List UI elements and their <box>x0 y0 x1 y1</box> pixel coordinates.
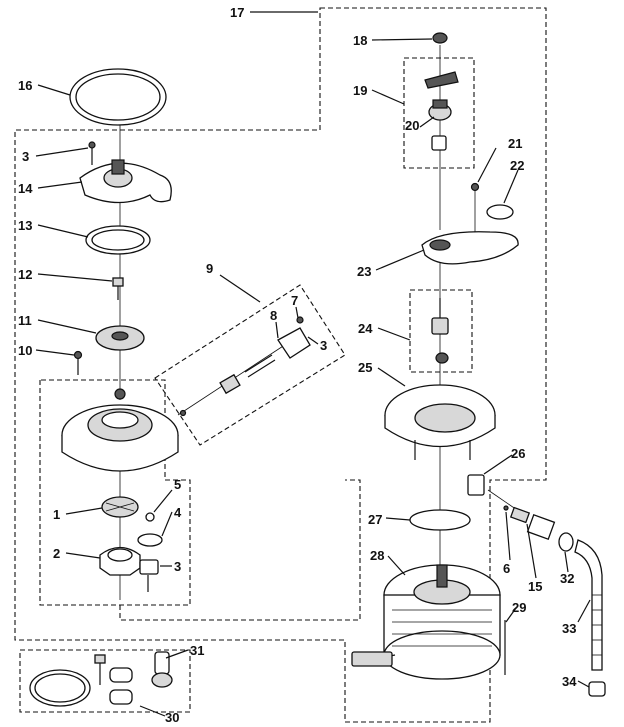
part-16-ring <box>69 68 167 126</box>
part-19-cam <box>424 71 459 121</box>
part-14-hub <box>79 159 172 204</box>
label-19: 19 <box>353 83 367 98</box>
label-8: 8 <box>270 308 277 323</box>
part-20-bushing <box>431 135 447 151</box>
label-25: 25 <box>358 360 372 375</box>
part-11-disc <box>95 325 145 351</box>
part-3-screw-top <box>88 141 96 165</box>
part-9-valve <box>177 316 311 417</box>
label-6: 6 <box>503 561 510 576</box>
left-pump-housing <box>61 388 179 472</box>
part-4-oring <box>137 533 163 547</box>
part-26-clip <box>467 474 485 496</box>
label-32: 32 <box>560 571 574 586</box>
part-31-plug <box>151 651 173 688</box>
label-3-bottom: 3 <box>174 559 181 574</box>
drain-fittings <box>487 489 574 552</box>
label-26: 26 <box>511 446 525 461</box>
label-11: 11 <box>18 313 32 328</box>
label-12: 12 <box>18 267 32 282</box>
part-12-bolt <box>112 277 124 300</box>
label-3-top: 3 <box>22 149 29 164</box>
label-5: 5 <box>174 477 181 492</box>
label-9: 9 <box>206 261 213 276</box>
label-23: 23 <box>357 264 371 279</box>
label-1: 1 <box>53 507 60 522</box>
part-28-motor <box>351 564 501 680</box>
label-4: 4 <box>174 505 182 520</box>
label-14: 14 <box>18 181 33 196</box>
part-27-disc <box>409 509 471 531</box>
label-18: 18 <box>353 33 367 48</box>
part-23-bracket <box>421 231 519 265</box>
label-10: 10 <box>18 343 32 358</box>
part-1-impeller <box>101 496 139 518</box>
part-21-screw <box>470 182 480 192</box>
label-17: 17 <box>230 5 244 20</box>
leader-lines <box>35 11 591 717</box>
part-labels: 1 2 3 3 3 4 5 6 7 8 9 10 11 12 13 14 15 … <box>18 5 577 725</box>
label-20: 20 <box>405 118 419 133</box>
label-28: 28 <box>370 548 384 563</box>
label-29: 29 <box>512 600 526 615</box>
part-18-nut <box>432 32 448 44</box>
part-34-clamp <box>588 681 606 697</box>
label-27: 27 <box>368 512 382 527</box>
label-31: 31 <box>190 643 204 658</box>
part-33-hose <box>574 539 603 671</box>
label-21: 21 <box>508 136 522 151</box>
part-10-screw <box>73 350 83 375</box>
label-2: 2 <box>53 546 60 561</box>
label-22: 22 <box>510 158 524 173</box>
part-5-ball <box>145 512 155 522</box>
label-30: 30 <box>165 710 179 725</box>
label-33: 33 <box>562 621 576 636</box>
part-25-housing <box>384 384 496 460</box>
label-3-valve: 3 <box>320 338 327 353</box>
label-13: 13 <box>18 218 32 233</box>
part-22-oring <box>486 204 514 220</box>
part-24-shaft <box>431 298 449 364</box>
label-34: 34 <box>562 674 577 689</box>
part-2-bracket <box>99 546 141 576</box>
part-3-clip <box>139 559 159 592</box>
label-15: 15 <box>528 579 542 594</box>
label-7: 7 <box>291 293 298 308</box>
group-boundaries <box>14 7 547 723</box>
part-13-seal <box>85 225 151 255</box>
part-30-kit <box>29 654 133 707</box>
label-16: 16 <box>18 78 32 93</box>
label-24: 24 <box>358 321 373 336</box>
